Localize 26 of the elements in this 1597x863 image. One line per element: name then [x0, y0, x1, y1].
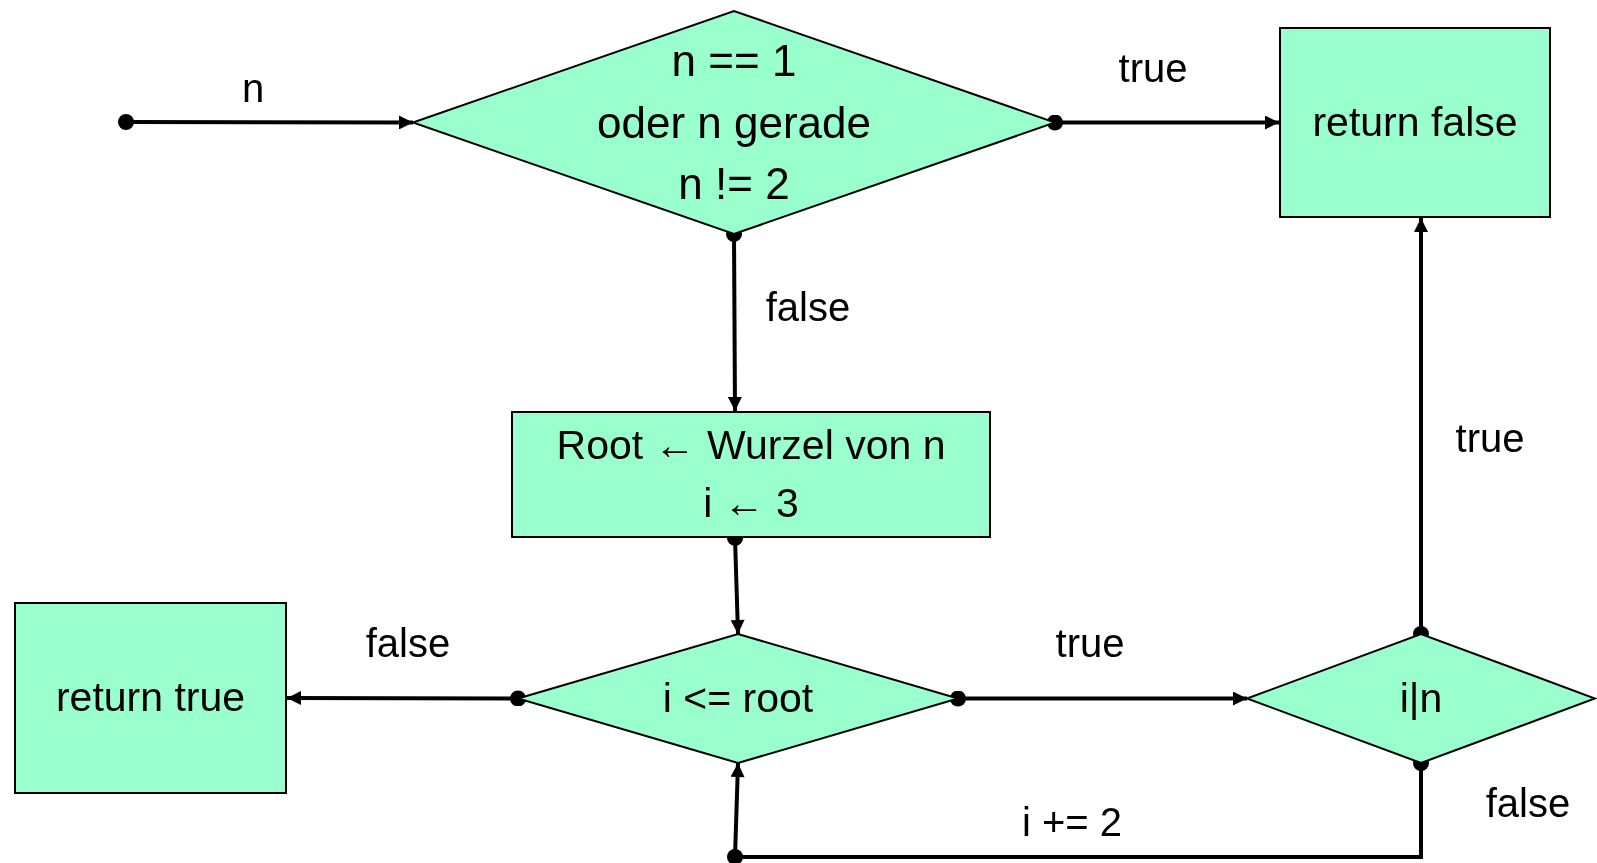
edge-label: true: [1118, 45, 1188, 91]
node-text: Root ← Wurzel von n: [556, 421, 946, 471]
arrow: [950, 690, 1247, 707]
process-box: [1279, 27, 1551, 218]
edge-label: false: [765, 284, 851, 330]
node-text: return false: [1312, 97, 1518, 147]
node-text: n == 1: [671, 35, 797, 88]
node-text: oder n gerade: [597, 96, 871, 149]
arrow: [287, 690, 526, 707]
edge-label: true: [1455, 415, 1525, 461]
decision-diamond: [1247, 634, 1595, 763]
edge-label: true: [1055, 620, 1125, 666]
edge-label: false: [1485, 780, 1571, 826]
process-box: [511, 411, 991, 538]
edge-label: n: [241, 65, 265, 111]
terminal-box: [14, 602, 287, 794]
arrow: [118, 114, 413, 130]
node-text: i|n: [1399, 673, 1443, 723]
node-text: return true: [55, 673, 246, 723]
step-label: i += 2: [1021, 799, 1123, 845]
node-text: i ← 3: [703, 478, 799, 528]
edge-label: false: [365, 620, 451, 666]
decision-diamond: [413, 11, 1055, 234]
node-text: i <= root: [662, 673, 814, 723]
arrow: [1047, 114, 1279, 131]
node-text: n != 2: [678, 158, 790, 211]
